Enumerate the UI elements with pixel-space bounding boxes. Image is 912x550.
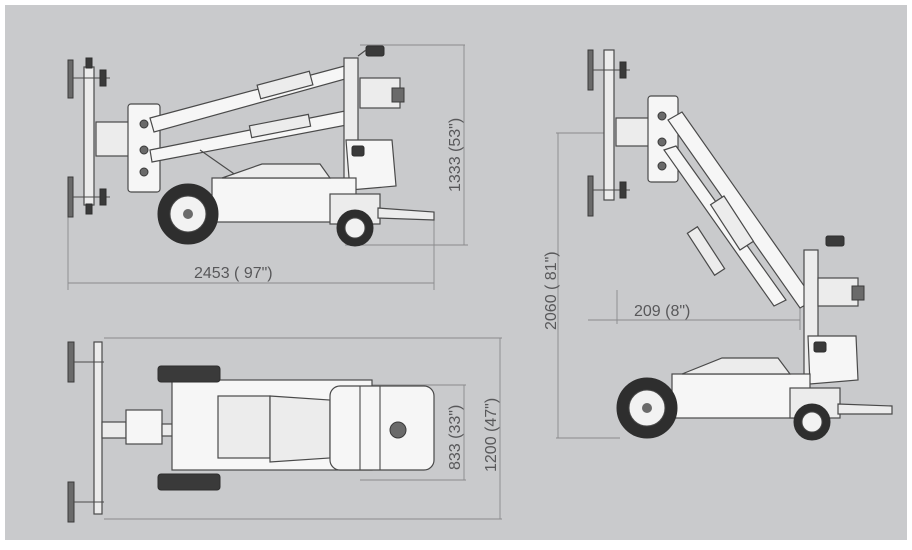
- raised-control-box: [807, 335, 859, 385]
- side-rear-wheel: [336, 209, 374, 247]
- top-counterweight: [329, 385, 435, 471]
- raised-front-wheel: [616, 377, 678, 439]
- side-length-label: 2453 ( 97"): [194, 265, 273, 282]
- side-suction-frame: [67, 57, 110, 218]
- side-control-box: [345, 139, 397, 191]
- side-height-label: 1333 (53"): [447, 118, 464, 192]
- raised-height-dimension: 2060 ( 81"): [543, 132, 620, 439]
- top-overall-width-dimension: 1200 (47"): [104, 337, 502, 520]
- raised-boom: [663, 111, 815, 309]
- raised-rear-wheel: [793, 403, 831, 441]
- top-overall-width-label: 1200 (47"): [483, 398, 500, 472]
- raised-rotation-head: [615, 95, 679, 183]
- top-width-dimension: 833 (33"): [360, 384, 466, 481]
- side-view: 1333 (53") 2453 ( 97"): [67, 44, 468, 290]
- top-view: 833 (33") 1200 (47"): [67, 337, 502, 523]
- raised-height-label: 2060 ( 81"): [543, 251, 560, 330]
- raised-view: 2060 ( 81") 209 (8"): [543, 49, 893, 441]
- raised-suction-frame: [587, 49, 630, 217]
- side-front-wheel: [157, 183, 219, 245]
- raised-reach-dimension: 209 (8"): [588, 290, 801, 330]
- side-rotation-head: [95, 103, 161, 193]
- side-height-dimension: 1333 (53"): [345, 44, 468, 246]
- raised-reach-label: 209 (8"): [634, 303, 690, 320]
- top-width-label: 833 (33"): [447, 405, 464, 470]
- side-length-dimension: 2453 ( 97"): [67, 186, 435, 290]
